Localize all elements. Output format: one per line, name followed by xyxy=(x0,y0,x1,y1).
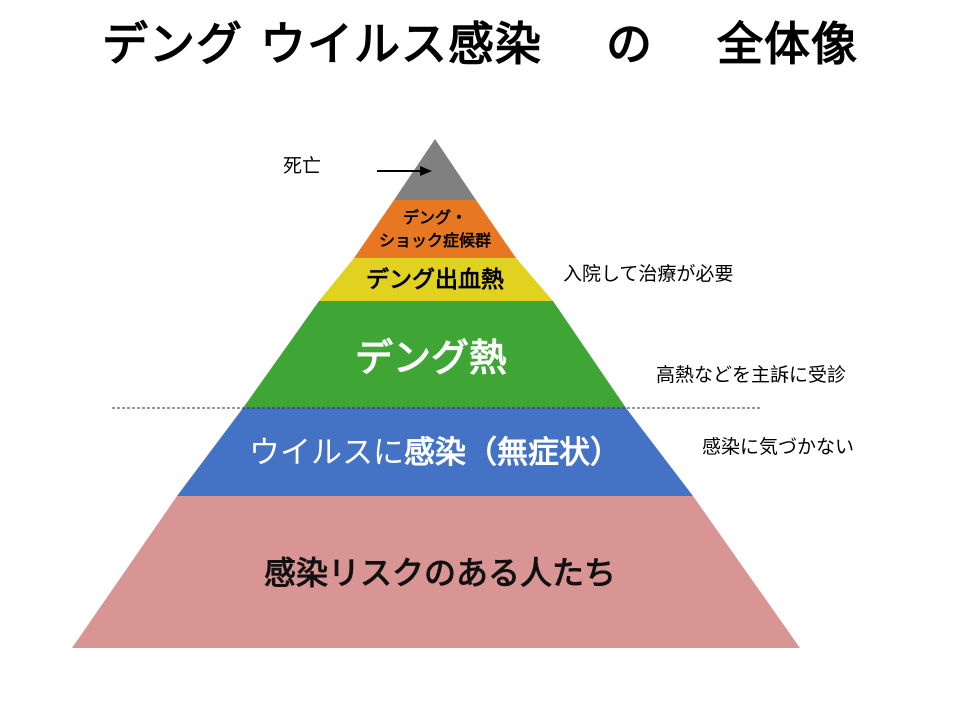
layer-asymptomatic xyxy=(177,408,693,496)
hospital-annotation: 入院して治療が必要 xyxy=(563,263,734,285)
asymptomatic-label-normal: ウイルスに xyxy=(249,435,404,471)
fever-annotation: 高熱などを主訴に受診 xyxy=(656,364,847,386)
unaware-annotation: 感染に気づかない xyxy=(702,436,855,458)
layer-hemorrhagic xyxy=(319,258,553,301)
hemorrhagic-label: デング出血熱 xyxy=(366,266,504,293)
arrow-head-icon xyxy=(420,166,432,176)
asymptomatic-label-bold: 感染（無症状） xyxy=(404,435,621,471)
layer-death xyxy=(394,139,476,200)
page-title: デング ウイルス感染 の 全体像 xyxy=(101,17,859,71)
layer-at-risk xyxy=(72,496,800,648)
layer-dengue-fever xyxy=(243,301,626,408)
dengue-fever-label: デング熱 xyxy=(355,336,507,380)
layer-shock xyxy=(354,200,516,258)
shock-label-line2: ショック症候群 xyxy=(379,231,491,250)
death-annotation: 死亡 xyxy=(283,155,322,177)
shock-label-line1: デング・ xyxy=(403,208,467,227)
at-risk-label: 感染リスクのある人たち xyxy=(264,554,616,592)
asymptomatic-label: ウイルスに感染（無症状） xyxy=(249,435,621,471)
